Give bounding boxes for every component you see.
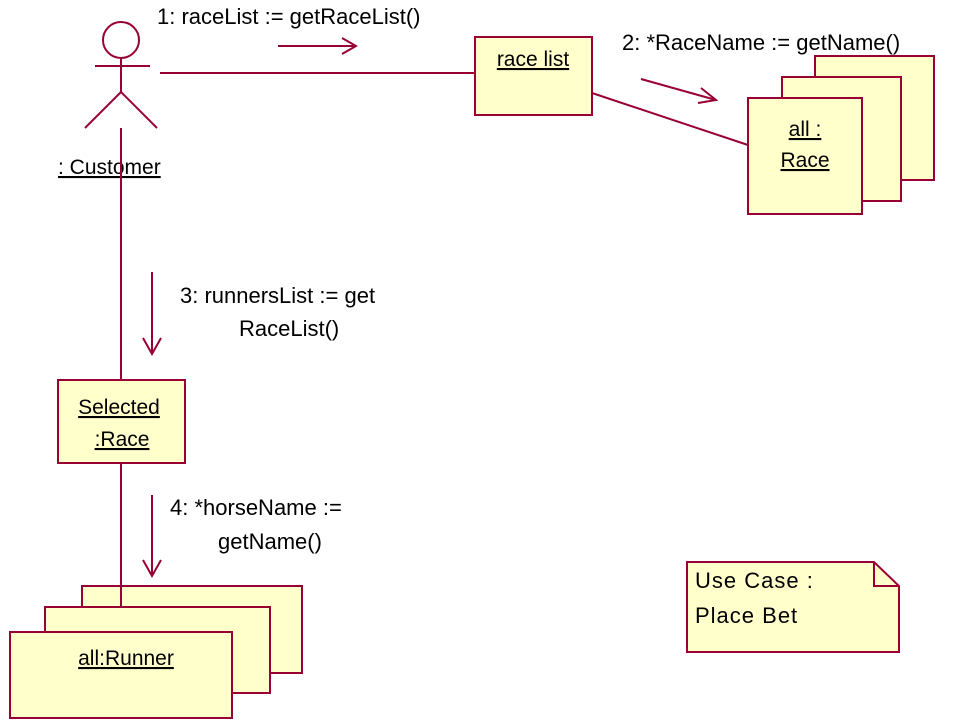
all-race-label-line2: Race <box>780 149 829 172</box>
selected-race-object[interactable]: Selected :Race <box>57 379 186 464</box>
race-list-object[interactable]: race list <box>474 36 593 116</box>
arrow-m2 <box>640 78 719 104</box>
use-case-note[interactable]: Use Case : Place Bet <box>686 561 900 653</box>
selected-race-label-line1: Selected <box>78 396 160 419</box>
customer-actor[interactable] <box>84 21 158 129</box>
link-racelist-allrace <box>591 92 749 146</box>
message-4-label-line2: getName() <box>218 529 322 554</box>
message-3-label-line1: 3: runnersList := get <box>180 283 375 308</box>
message-1-label: 1: raceList := getRaceList() <box>157 4 421 29</box>
race-list-label: race list <box>497 48 570 71</box>
actor-left-leg <box>84 91 122 129</box>
all-runner-label: all:Runner <box>78 647 174 670</box>
actor-head <box>102 21 140 59</box>
all-runner-multiobject[interactable]: all:Runner <box>9 585 303 719</box>
arrow-m4 <box>142 495 162 579</box>
actor-label: : Customer <box>58 156 161 179</box>
arrow-m3 <box>142 272 162 357</box>
note-line1: Use Case : <box>695 568 814 593</box>
message-4-label-line1: 4: *horseName := <box>170 495 342 520</box>
actor-right-leg <box>120 91 158 129</box>
message-3-label-line2: RaceList() <box>239 316 339 341</box>
all-race-label-line1: all : <box>789 118 822 141</box>
selected-race-label-line2: :Race <box>95 428 150 451</box>
all-race-multiobject[interactable]: all : Race <box>747 55 935 215</box>
note-line2: Place Bet <box>695 603 798 628</box>
links <box>120 72 749 632</box>
message-arrows <box>142 37 719 579</box>
message-2-label: 2: *RaceName := getName() <box>622 30 900 55</box>
arrow-m1 <box>278 37 359 55</box>
